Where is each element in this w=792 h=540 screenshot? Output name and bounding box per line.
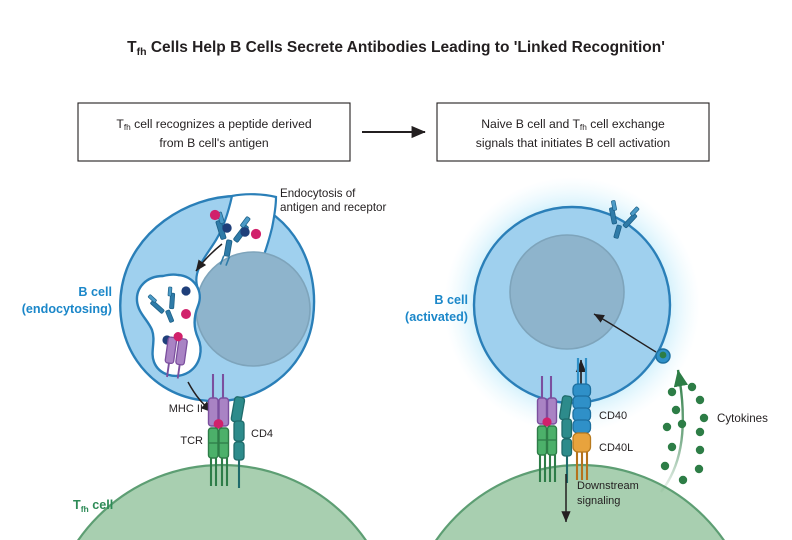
- antigen-dot: [181, 286, 191, 296]
- endocytosis-label-line2: antigen and receptor: [280, 201, 386, 214]
- b-cell-label-right-line1: B cell: [434, 293, 468, 307]
- tcr-receptor-right: [536, 425, 558, 482]
- endocytosis-label-line1: Endocytosis of: [280, 187, 356, 200]
- tfh-cell-membrane-right: [435, 463, 725, 540]
- tcr-label: TCR: [180, 435, 203, 447]
- page-title: Tfh Cells Help B Cells Secrete Antibodie…: [127, 39, 665, 58]
- antigen-dot: [181, 309, 191, 319]
- downstream-label-line2: signaling: [577, 495, 620, 507]
- peptide-dot: [213, 419, 224, 429]
- antigen-dot: [209, 209, 221, 221]
- left-panel-illustration: Endocytosis of antigen and receptor B ce…: [22, 187, 386, 540]
- cd40-label: CD40: [599, 410, 627, 422]
- cd4-receptor-right: [558, 395, 573, 483]
- downstream-label-line1: Downstream: [577, 480, 639, 492]
- mhc-ii-receptor-left: [207, 374, 230, 429]
- tfh-cell-label-left: Tfh cell: [73, 498, 113, 514]
- b-cell-label-line1: B cell: [78, 285, 112, 299]
- mhc-ii-label: MHC II: [169, 403, 203, 415]
- surface-bcr-icon-right: [609, 200, 640, 239]
- internalized-bcr-icon: [147, 286, 176, 323]
- cd4-receptor-left: [230, 396, 246, 488]
- b-cell-label-right-line2: (activated): [405, 310, 468, 324]
- right-caption-line1: Naive B cell and Tfh cell exchange: [481, 117, 665, 132]
- cytokines-label: Cytokines: [717, 412, 768, 425]
- mhc-loading-icon: [164, 332, 188, 379]
- right-caption-line2: signals that initiates B cell activation: [476, 136, 670, 150]
- right-panel-illustration: B cell (activated): [405, 177, 768, 540]
- cd40-receptor: [572, 358, 592, 434]
- b-cell-label-line2: (endocytosing): [22, 302, 112, 316]
- cytokine-cloud: [660, 382, 709, 485]
- left-caption-line1: Tfh cell recognizes a peptide derived: [116, 117, 311, 132]
- b-cell-nucleus-right: [509, 234, 625, 350]
- tcr-receptor-left: [207, 427, 230, 486]
- mhc-ii-receptor-right: [536, 376, 558, 427]
- cytokine-receptor-icon: [655, 348, 671, 364]
- right-caption-box: [436, 102, 710, 162]
- left-caption-box: [77, 102, 351, 162]
- cd40l-receptor: [572, 432, 592, 480]
- cytokine-flow-arrow-icon: [660, 369, 688, 493]
- cytokine-signal-arrow-icon: [593, 313, 657, 353]
- antigen-dot: [222, 223, 232, 233]
- endocytosis-arrow-icon: [195, 243, 223, 272]
- cd40l-label: CD40L: [599, 442, 633, 454]
- cd4-label: CD4: [251, 428, 273, 440]
- b-cell-nucleus-left: [195, 251, 311, 367]
- antigen-dot: [250, 228, 262, 240]
- peptide-dot: [542, 417, 552, 427]
- left-caption-line2: from B cell's antigen: [159, 136, 268, 150]
- antigen-dot: [240, 227, 250, 237]
